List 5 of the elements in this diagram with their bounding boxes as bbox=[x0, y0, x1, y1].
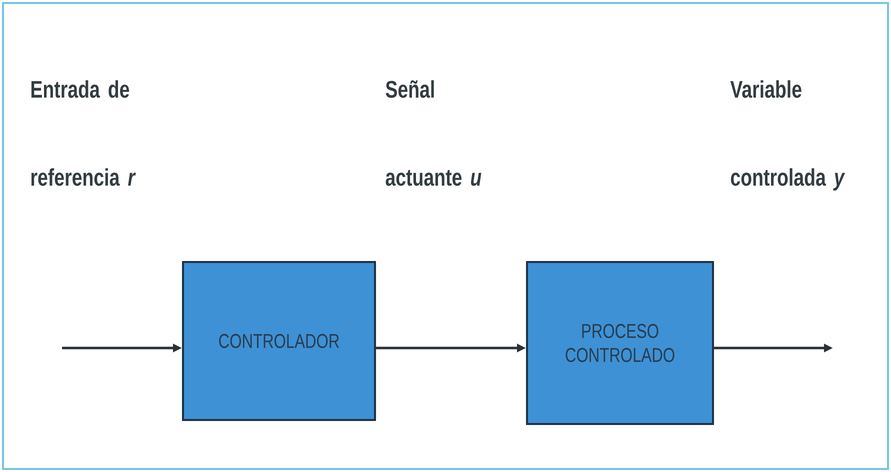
signal-label: Señal actuante u bbox=[386, 80, 482, 186]
signal-label: Variable controlada y bbox=[730, 80, 846, 191]
block-box: PROCESO CONTROLADO bbox=[526, 261, 714, 425]
block-box: CONTROLADOR bbox=[182, 261, 376, 421]
signal-label: Entrada de referencia r bbox=[31, 80, 136, 186]
